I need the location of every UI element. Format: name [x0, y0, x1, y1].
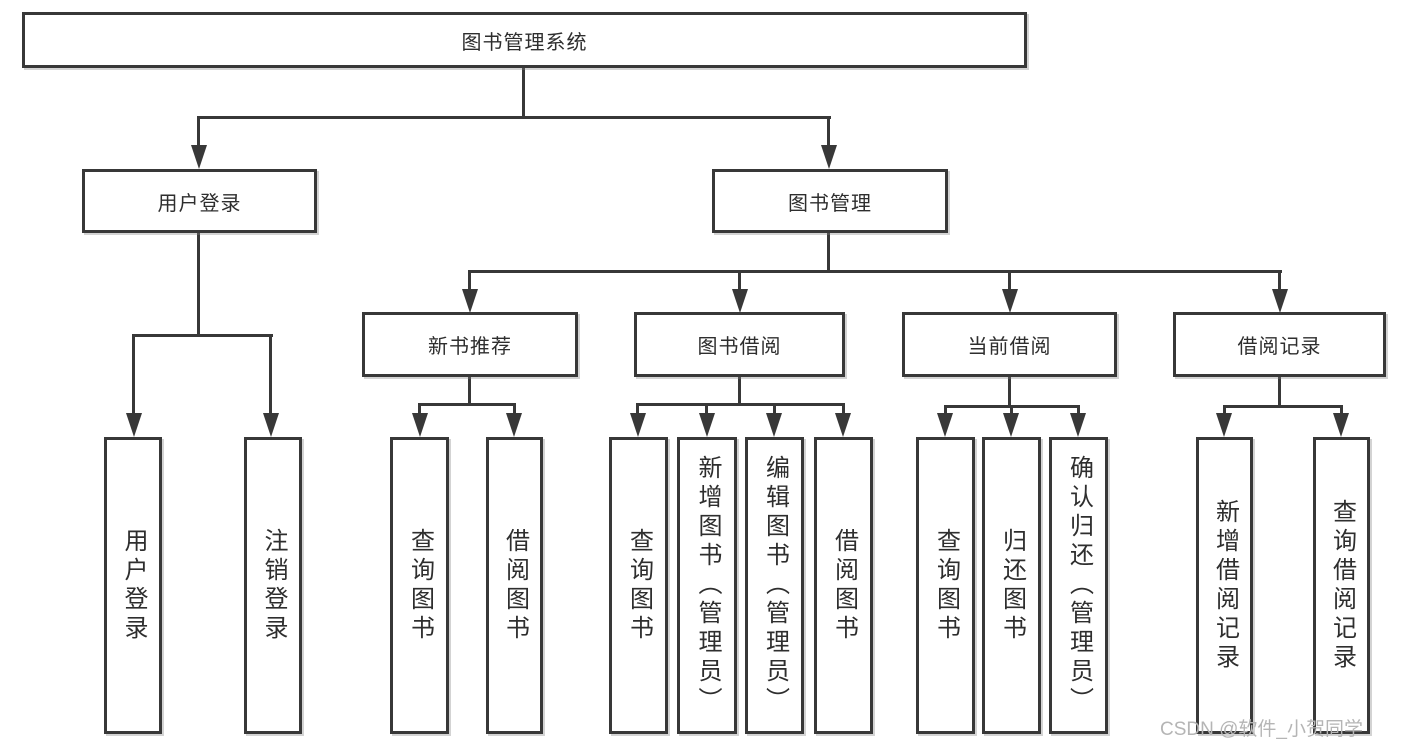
connector-arrow-icon — [1333, 413, 1349, 437]
connector-line — [513, 406, 516, 414]
node-new-book-recommend: 新书推荐 — [362, 312, 578, 377]
connector-line — [1008, 377, 1011, 407]
node-book-borrow: 图书借阅 — [634, 312, 845, 377]
leaf-logout: 注销登录 — [244, 437, 302, 734]
connector-line — [132, 337, 135, 413]
connector-line — [773, 406, 776, 414]
connector-arrow-icon — [1003, 413, 1019, 437]
connector-arrow-icon — [1002, 289, 1018, 313]
node-book-management: 图书管理 — [712, 169, 948, 233]
connector-line — [738, 273, 741, 289]
node-label: 查询图书 — [625, 527, 653, 644]
connector-arrow-icon — [699, 413, 715, 437]
connector-line — [1223, 405, 1343, 408]
connector-line — [842, 406, 845, 414]
connector-line — [827, 233, 830, 273]
connector-line — [269, 337, 272, 413]
node-label: 图书管理 — [788, 192, 872, 215]
connector-line — [468, 377, 471, 405]
node-label: 新增借阅记录 — [1211, 498, 1239, 673]
node-label: 借阅记录 — [1237, 336, 1322, 358]
node-label: 查询图书 — [406, 527, 434, 644]
watermark: CSDN @软件_小贺同学 — [1160, 719, 1363, 740]
connector-line — [1008, 273, 1011, 289]
connector-arrow-icon — [821, 145, 837, 169]
connector-line — [418, 403, 516, 406]
connector-arrow-icon — [937, 413, 953, 437]
connector-line — [738, 377, 741, 405]
leaf-edit-book-admin: 编辑图书（管理员） — [745, 437, 804, 734]
connector-line — [418, 406, 421, 414]
connector-line — [197, 233, 200, 336]
node-borrow-records: 借阅记录 — [1173, 312, 1386, 377]
node-label: 图书管理系统 — [461, 31, 588, 54]
connector-line — [468, 273, 471, 289]
leaf-return-books: 归还图书 — [982, 437, 1041, 734]
leaf-borrow-books-recommend: 借阅图书 — [486, 437, 543, 734]
node-label: 查询借阅记录 — [1328, 498, 1356, 673]
leaf-confirm-return-admin: 确认归还（管理员） — [1049, 437, 1108, 734]
connector-line — [1010, 408, 1013, 414]
connector-line — [1278, 273, 1281, 289]
connector-line — [132, 334, 273, 337]
connector-arrow-icon — [1070, 413, 1086, 437]
connector-arrow-icon — [766, 413, 782, 437]
connector-line — [197, 116, 831, 119]
node-label: 新增图书（管理员） — [694, 455, 721, 716]
node-label: 用户登录 — [157, 192, 242, 215]
leaf-query-books-recommend: 查询图书 — [390, 437, 449, 734]
connector-line — [1278, 377, 1281, 407]
leaf-borrow-books: 借阅图书 — [814, 437, 873, 734]
leaf-query-books-current: 查询图书 — [916, 437, 975, 734]
node-label: 确认归还（管理员） — [1065, 455, 1093, 716]
connector-arrow-icon — [506, 413, 522, 437]
connector-arrow-icon — [1216, 413, 1232, 437]
connector-arrow-icon — [630, 413, 646, 437]
connector-arrow-icon — [1272, 289, 1288, 313]
connector-line — [944, 405, 1080, 408]
node-label: 图书借阅 — [697, 336, 782, 358]
leaf-query-books-borrow: 查询图书 — [609, 437, 668, 734]
node-label: 当前借阅 — [967, 336, 1052, 358]
connector-line — [1223, 408, 1226, 414]
node-label: 借阅图书 — [501, 527, 529, 644]
connector-line — [944, 408, 947, 414]
connector-line — [705, 406, 708, 414]
connector-arrow-icon — [412, 413, 428, 437]
connector-arrow-icon — [732, 289, 748, 313]
leaf-query-borrow-record: 查询借阅记录 — [1313, 437, 1370, 734]
node-user-login: 用户登录 — [82, 169, 317, 233]
node-label: 新书推荐 — [428, 336, 512, 358]
connector-line — [1077, 408, 1080, 414]
node-label: 查询图书 — [932, 527, 960, 644]
connector-arrow-icon — [263, 413, 279, 437]
node-label: 借阅图书 — [830, 527, 858, 644]
connector-arrow-icon — [191, 145, 207, 169]
connector-line — [827, 119, 830, 146]
connector-line — [522, 68, 525, 118]
connector-line — [197, 119, 200, 146]
leaf-add-book-admin: 新增图书（管理员） — [677, 437, 737, 734]
leaf-add-borrow-record: 新增借阅记录 — [1196, 437, 1253, 734]
connector-line — [636, 406, 639, 414]
node-label: 编辑图书（管理员） — [761, 455, 789, 716]
connector-line — [468, 270, 1282, 273]
node-current-borrow: 当前借阅 — [902, 312, 1117, 377]
node-label: 归还图书 — [998, 527, 1026, 644]
leaf-user-login: 用户登录 — [104, 437, 162, 734]
connector-arrow-icon — [126, 413, 142, 437]
connector-line — [636, 403, 845, 406]
node-label: 注销登录 — [260, 527, 287, 644]
connector-line — [1340, 408, 1343, 414]
node-label: 用户登录 — [120, 527, 147, 644]
node-library-management-system: 图书管理系统 — [22, 12, 1027, 68]
connector-arrow-icon — [835, 413, 851, 437]
connector-arrow-icon — [462, 289, 478, 313]
